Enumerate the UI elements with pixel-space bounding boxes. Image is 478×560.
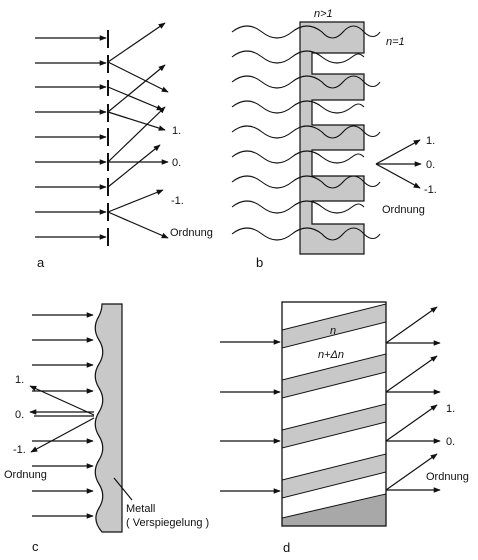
- panel-b-label: b: [256, 255, 263, 270]
- panel-d-n-delta-label: n+Δn: [318, 349, 344, 361]
- panel-d-incident-rays: [220, 339, 281, 494]
- panel-d-order-plus1: 1.: [446, 403, 455, 415]
- panel-a-diffracted-rays: [107, 22, 169, 239]
- panel-c-order-plus1: 1.: [15, 374, 24, 386]
- panel-c-order-zero: 0.: [15, 409, 24, 421]
- panel-a-order-zero: 0.: [172, 157, 181, 169]
- panel-a-order-plus1: 1.: [172, 125, 181, 137]
- panel-b-waves: [231, 25, 381, 241]
- panel-d-order-word: Ordnung: [426, 471, 469, 483]
- panel-b-order-word: Ordnung: [382, 204, 425, 216]
- panel-c-material-line1: Metall: [126, 503, 155, 515]
- panel-c-material-line2: ( Verspiegelung ): [126, 517, 209, 529]
- panel-d-n-label: n: [330, 325, 336, 337]
- panel-d-index-layers: [282, 303, 386, 526]
- panel-a-order-minus1: -1.: [171, 195, 184, 207]
- panel-c-order-minus1: -1.: [13, 444, 26, 456]
- panel-b-diffracted-rays: [375, 139, 422, 189]
- panel-d-label: d: [283, 540, 290, 555]
- panel-c-order-word: Ordnung: [4, 469, 47, 481]
- panel-b-order-zero: 0.: [426, 159, 435, 171]
- panel-d-volume-grating: n n+Δn 1. 0. Ordnung d: [220, 301, 469, 555]
- panel-c-material-pointer: [113, 477, 133, 501]
- panel-d-order-zero: 0.: [446, 436, 455, 448]
- panel-b-order-plus1: 1.: [426, 135, 435, 147]
- panel-c-reflection-grating: 1. 0. -1. Ordnung Metall ( Verspiegelung…: [4, 303, 209, 554]
- panel-b-phase-grating: n>1 n=1 1. 0. -1. Ordnung b: [231, 8, 437, 270]
- panel-b-n-inside: n>1: [314, 8, 333, 20]
- panel-b-n-outside: n=1: [386, 36, 405, 48]
- panel-c-metal-mirror: [94, 303, 123, 533]
- panel-a-order-word: Ordnung: [170, 227, 213, 239]
- panel-b-order-minus1: -1.: [424, 184, 437, 196]
- panel-c-label: c: [32, 539, 39, 554]
- panel-a-label: a: [37, 255, 45, 270]
- panel-c-reflected-rays: [29, 385, 95, 453]
- panel-a-incident-rays: [35, 35, 107, 240]
- panel-a-amplitude-grating: 1. 0. -1. Ordnung a: [35, 22, 213, 270]
- panel-d-output-rays: [385, 306, 441, 493]
